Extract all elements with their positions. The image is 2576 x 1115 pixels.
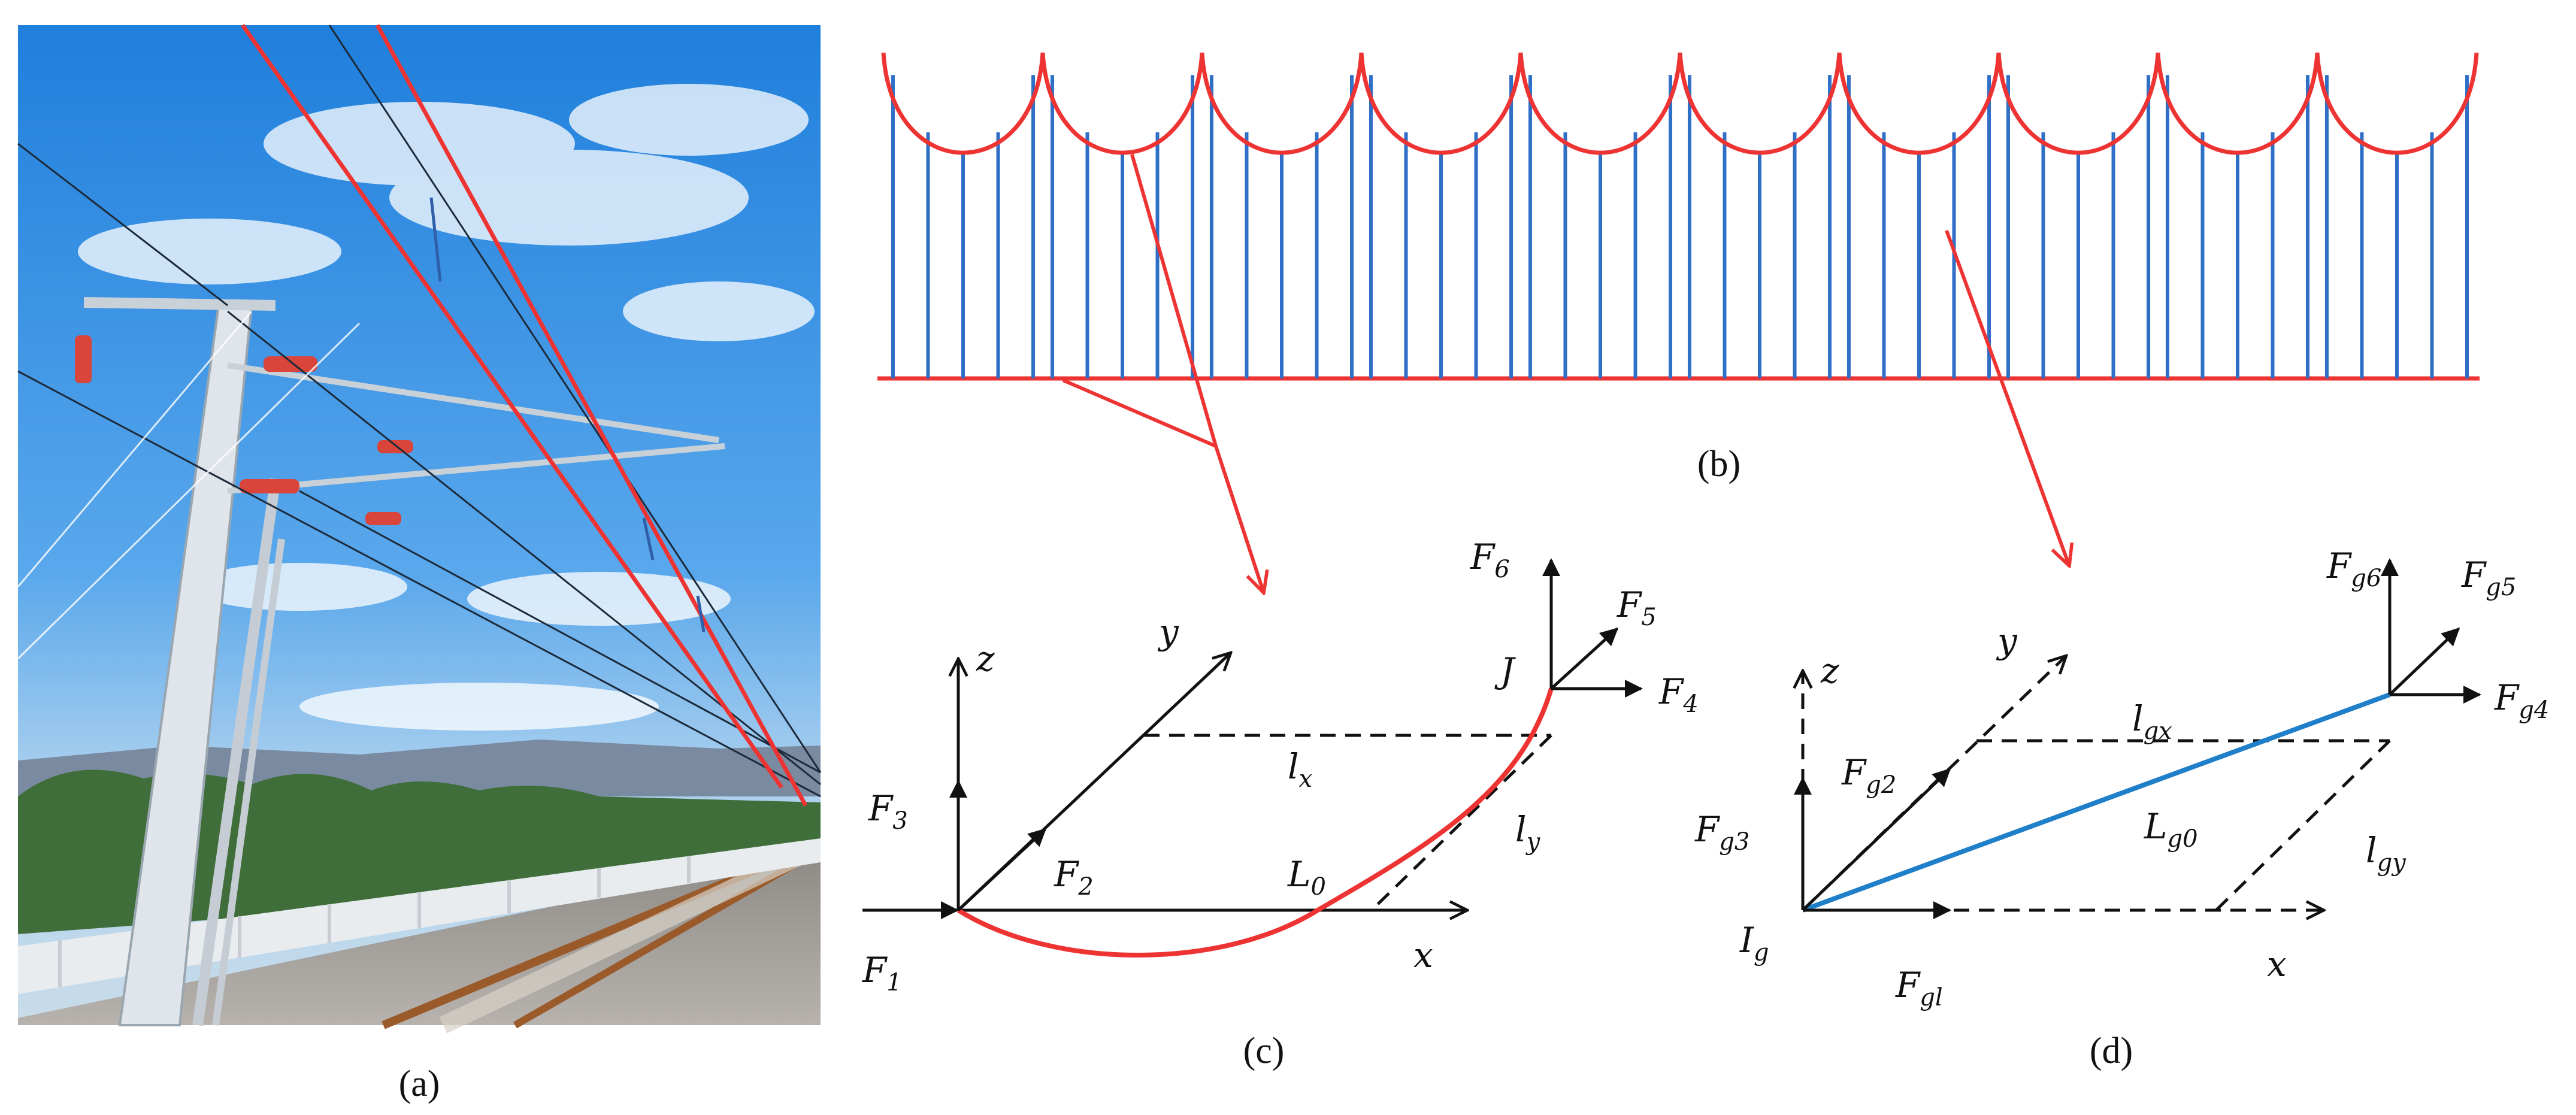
photo-droppers [429,197,706,632]
caption-b: (b) [1697,444,1740,484]
arrow-to-panel-d [1945,229,2069,566]
label-z-d: z [1820,650,1839,691]
force-F2-arrow [957,828,1047,911]
label-lgy: lgy [2366,830,2407,877]
label-lx: lx [1288,746,1312,793]
dropper-curve [956,687,1554,958]
label-F5: F5 [1617,584,1657,631]
label-F6: F6 [1470,537,1510,583]
panel-d-diagram [1802,558,2481,913]
panel-b-catenary [877,52,2480,593]
label-Fg5: Fg5 [2461,555,2516,601]
label-F1: F1 [862,950,902,996]
label-y-d: y [1996,620,2018,661]
label-Fg3: Fg3 [1694,809,1749,856]
insulators [75,335,413,525]
label-L0: L0 [1287,854,1326,901]
label-y-c: y [1157,611,1179,652]
element-beam [1802,692,2391,913]
force-Fg2-arrow [1802,768,1951,911]
messenger-wire-highlight [241,23,783,789]
clouds [78,84,815,731]
pointer-dropper-segment [1130,154,1218,447]
caption-d: (d) [2090,1031,2133,1071]
label-J: J [1494,650,1516,691]
label-Ig: Ig [1739,920,1769,966]
label-z-c: z [976,638,995,679]
label-x-c: x [1413,935,1433,975]
panel-c-labels: z y x J F1 F2 F3 F4 F5 F6 lx ly L0 [862,537,1699,996]
label-F2: F2 [1054,854,1094,901]
label-F3: F3 [868,788,908,835]
contact-wire-highlight [375,24,808,807]
messenger-wire [881,52,2479,155]
label-lgx: lgx [2132,698,2172,745]
panel-d-labels: z y x Ig Fgl Fg2 Fg3 Fg4 Fg5 Fg6 lgx lgy… [1694,546,2549,1011]
dropper-group [891,75,2469,378]
dashed-lgy [2215,740,2391,911]
dashed-ly [1370,734,1552,911]
label-Fg4: Fg4 [2494,677,2549,724]
label-Fg6: Fg6 [2326,546,2381,592]
label-ly: ly [1515,809,1541,856]
label-x-d: x [2267,944,2287,984]
pointer-contact-segment [1062,378,1217,448]
panel-c-diagram [862,558,1643,958]
caption-a: (a) [399,1064,440,1104]
arrow-to-panel-c [1214,446,1264,593]
force-Fg5-arrow [2389,627,2460,696]
label-Fgl: Fgl [1895,965,1943,1011]
label-Fg2: Fg2 [1841,752,1896,799]
force-F5-arrow [1550,627,1619,690]
label-F4: F4 [1658,671,1699,718]
cantilever-top [83,297,276,311]
panel-a-photo [17,23,822,1034]
caption-c: (c) [1243,1031,1285,1071]
label-Lg0: Lg0 [2144,806,2198,853]
